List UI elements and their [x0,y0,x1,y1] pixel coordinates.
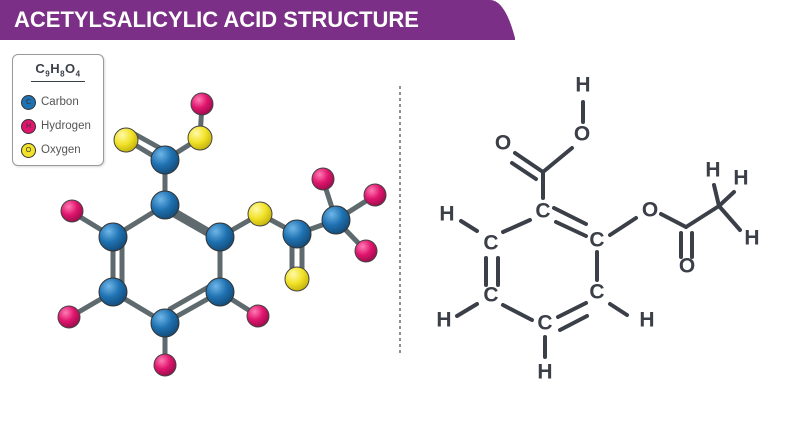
hydrogen-label: H [436,309,451,332]
oxygen-label: O [495,132,511,155]
carbon-atom [150,308,180,338]
model-atoms [57,92,387,377]
carbon-label: C [589,281,604,304]
hydrogen-atom [311,167,335,191]
hydrogen-label: H [705,159,720,182]
carbon-atom [150,190,180,220]
legend: C9H8O4 C Carbon H Hydrogen O Oxygen [12,54,104,166]
carbon-atom [282,219,312,249]
carbon-atom [205,222,235,252]
legend-item-hydrogen: H Hydrogen [21,117,91,135]
page-title: ACETYLSALICYLIC ACID STRUCTURE [14,7,419,32]
carbon-atom [98,277,128,307]
carbon-atom [150,145,180,175]
structural-labels: C C C C C C H H H H H H H H O O O O [436,74,759,384]
carbon-label: C [589,229,604,252]
hydrogen-label: H [439,203,454,226]
hydrogen-atom [246,304,270,328]
hydrogen-label: H [537,361,552,384]
oxygen-atom [247,201,273,227]
hydrogen-label: H [639,309,654,332]
oxygen-atom [284,266,310,292]
hydrogen-atom-icon: H [21,118,36,134]
title-banner: ACETYLSALICYLIC ACID STRUCTURE [0,0,515,40]
formula-underline [31,81,85,82]
carbon-label: C [483,284,498,307]
oxygen-atom [187,125,213,151]
oxygen-atom [113,127,139,153]
hydrogen-atom [363,183,387,207]
hydrogen-label: H [733,167,748,190]
hydrogen-atom [153,353,177,377]
hydrogen-label: H [575,74,590,97]
carbon-atom [98,222,128,252]
oxygen-label: O [679,255,695,278]
oxygen-label: O [642,199,658,222]
carbon-atom [205,277,235,307]
legend-item-carbon: C Carbon [21,93,79,111]
hydrogen-atom [190,92,214,116]
hydrogen-atom [60,199,84,223]
ball-and-stick-model [57,92,387,377]
oxygen-atom-icon: O [21,142,36,158]
legend-item-oxygen: O Oxygen [21,141,81,159]
carbon-atom-icon: C [21,94,36,110]
carbon-label: C [537,312,552,335]
hydrogen-label: H [744,227,759,250]
carbon-label: C [535,200,550,223]
hydrogen-atom [57,305,81,329]
hydrogen-atom [354,239,378,263]
structural-formula: C C C C C C H H H H H H H H O O O O [436,74,759,384]
oxygen-label: O [574,123,590,146]
carbon-atom [321,205,351,235]
carbon-label: C [483,232,498,255]
structural-bonds [455,100,742,359]
molecular-formula: C9H8O4 [35,61,81,79]
